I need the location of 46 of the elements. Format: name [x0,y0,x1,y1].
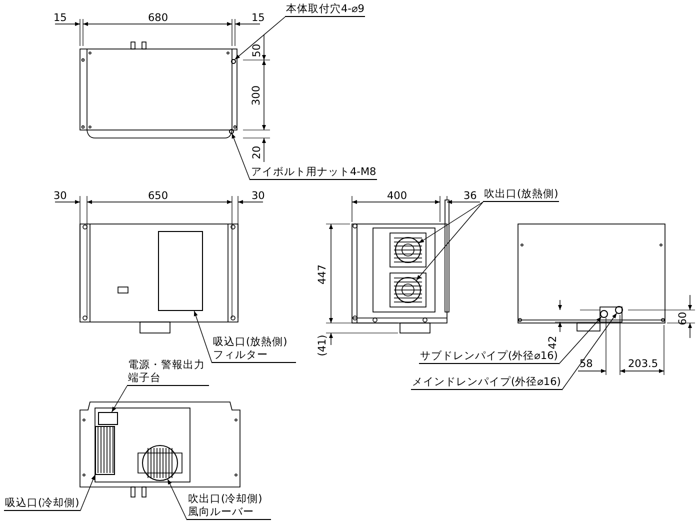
callout-text: 吸込口(冷却側) [4,497,80,511]
fan-grille [395,277,421,303]
louver [142,445,178,481]
callout-text: 本体取付穴4-⌀9 [285,3,366,17]
dimension-value: 42 [548,335,559,349]
callout-text: アイボルト用ナット4-M8 [250,166,378,180]
leader-line [111,386,128,412]
terminal-block [98,412,118,425]
callout-text: 電源・警報出力端子台 [127,359,209,386]
drain-pipe [615,306,623,314]
dimension-value: 15 [252,12,265,24]
callout-text: メインドレンパイプ(外径⌀16) [411,376,562,390]
fan-grille [395,237,421,263]
dimension-value: 300 [252,84,263,106]
eyebolt-nut [228,128,234,134]
dimension-value: 650 [148,190,168,202]
callout-text: 吹出口(放熱側) [483,188,560,202]
callout-text: 吸込口(放熱側)フィルター [212,336,296,363]
leader-line [418,202,484,244]
filter-panel [158,231,203,311]
mounting-hole [230,58,236,64]
leader-line [558,316,602,364]
dimension-value: 30 [252,190,265,202]
dimension-value: 203.5 [628,358,658,370]
leader-line [80,474,96,512]
leader-line [232,132,250,180]
dimension-value: 400 [387,190,408,202]
dimension-value: 20 [252,145,263,159]
dimension-value: 58 [580,358,593,370]
leader-line [562,312,618,390]
leader-line [416,202,484,280]
dimension-value: 60 [678,311,689,325]
callout-text: 吹出口(冷却側)風向ルーバー [187,493,271,520]
leader-line [167,478,188,520]
dimension-value: 30 [54,190,67,202]
leader-line [194,310,212,364]
dimension-value: 50 [252,43,263,57]
leader-line [234,16,286,60]
dimension-value: 680 [148,12,168,24]
dimension-value: 15 [54,12,67,24]
dimension-value: (41) [317,334,328,356]
dimension-value: 447 [318,264,329,284]
dimension-value: 36 [464,190,477,202]
callout-text: サブドレンパイプ(外径⌀16) [419,350,559,364]
drain-pipe [600,310,608,318]
intake-grille [95,426,115,475]
